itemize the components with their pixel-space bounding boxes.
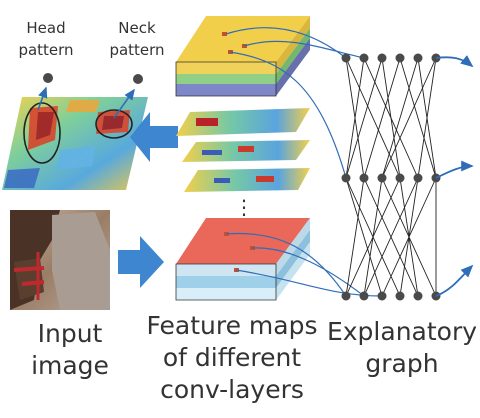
input-label-2: image [31,351,109,380]
ellipsis-marker: ⋮ [234,195,254,219]
bottom-feature-block [175,218,310,301]
input-block-arrow [118,236,164,288]
explanatory-label-2: graph [365,349,438,378]
left-block-arrow [130,112,178,162]
explanatory-label-1: Explanatory [327,317,477,346]
neck-pattern-label-1: Neck [118,19,156,37]
input-image [10,210,110,310]
feature-maps-label-3: conv-layers [160,375,304,404]
head-pattern-dot [43,73,53,83]
neck-pattern-dot [133,74,143,84]
graph-nodes [341,53,441,301]
neck-ellipse [95,109,133,139]
head-ellipse [23,102,61,164]
feature-maps-label-1: Feature maps [147,311,318,340]
top-feature-block [175,16,310,97]
middle-feature-maps [176,108,310,192]
neck-link-arrow [113,88,135,119]
head-pattern-label-1: Head [26,19,65,37]
input-label-1: Input [38,319,103,348]
heatmap [2,97,148,190]
feature-maps-label-2: of different [163,343,301,372]
neck-pattern-label-2: pattern [109,41,164,59]
graph-edges [345,57,437,297]
head-pattern-label-2: pattern [18,41,73,59]
output-arrows [435,55,474,297]
head-link-arrow [37,86,48,111]
